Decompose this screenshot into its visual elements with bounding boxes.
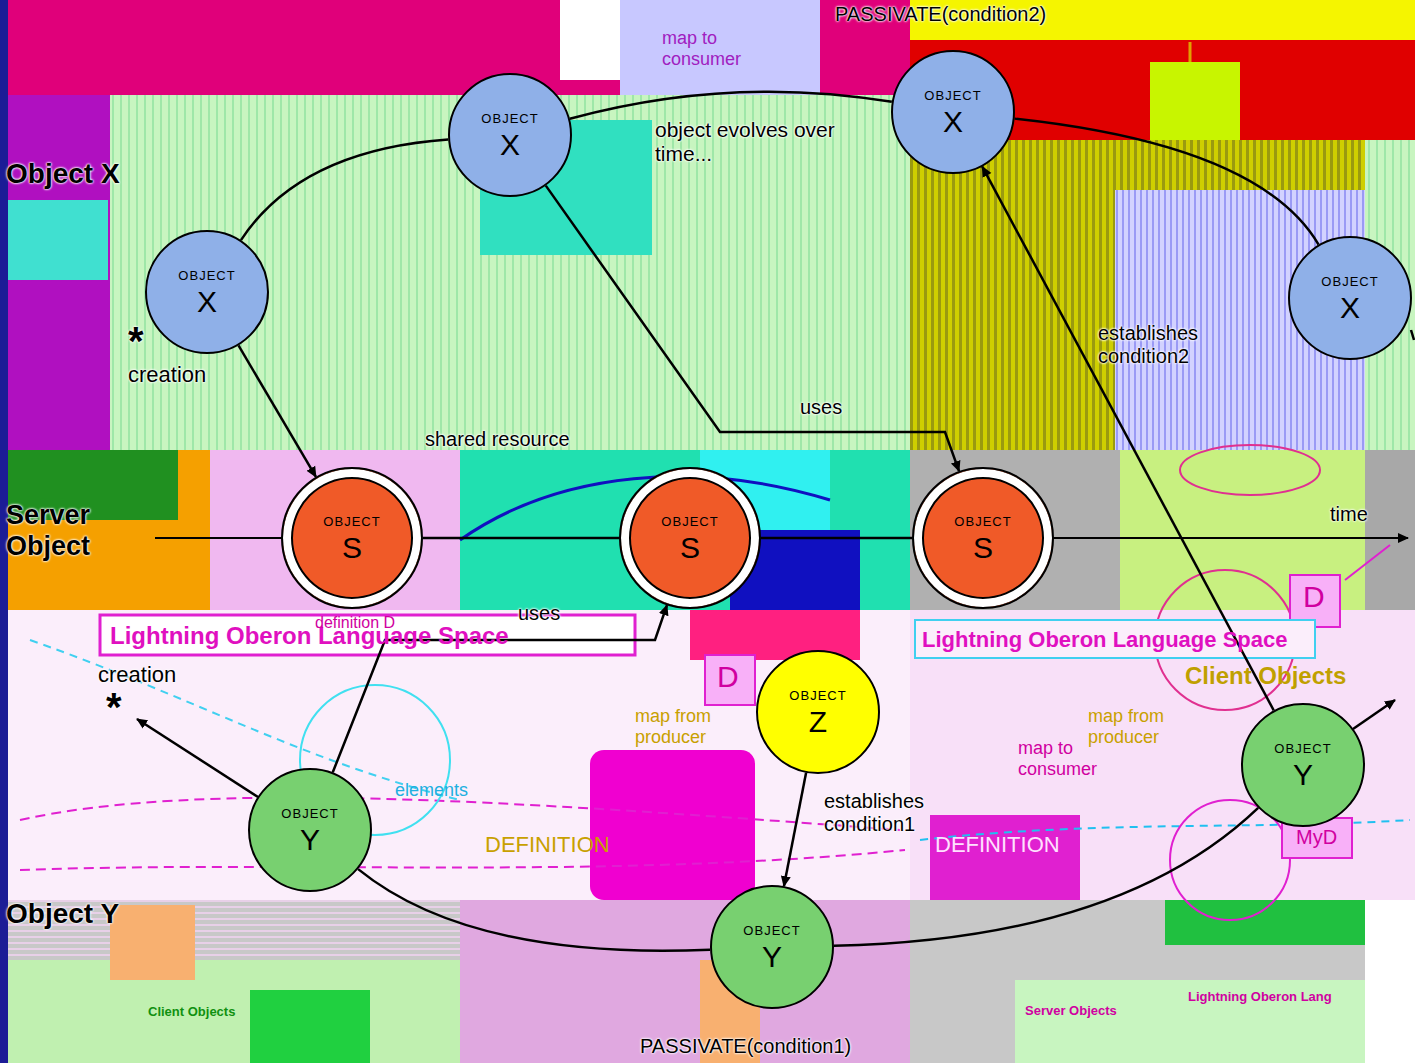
note-label: Lightning Oberon Lang — [1188, 990, 1332, 1005]
note-label: Object Y — [6, 898, 119, 930]
object-caption: OBJECT — [1321, 274, 1378, 289]
object-caption: OBJECT — [789, 688, 846, 703]
object-circle: OBJECT S — [912, 467, 1054, 609]
note-label: map to consumer — [1018, 738, 1118, 779]
object-letter: X — [1340, 293, 1360, 323]
object-letter: Y — [1293, 760, 1313, 790]
object-caption: OBJECT — [954, 514, 1011, 529]
note-label: DEFINITION — [935, 832, 1060, 857]
connector — [241, 139, 448, 240]
note-label: Client Objects — [148, 1005, 235, 1020]
object-caption: OBJECT — [1274, 741, 1331, 756]
note-label: MyD — [1296, 826, 1337, 849]
object-letter: X — [500, 130, 520, 160]
note-label: PASSIVATE(condition1) — [640, 1035, 851, 1058]
note-label: Object X — [6, 158, 120, 190]
object-circle: OBJECT X — [145, 230, 269, 354]
note-label: Lightning Oberon Language Space — [110, 622, 509, 650]
object-letter: S — [342, 533, 362, 563]
connector — [546, 186, 959, 472]
timeline-line — [155, 537, 282, 539]
note-label: time — [1330, 503, 1368, 526]
continuation-line — [1411, 330, 1414, 340]
object-circle: OBJECT S — [281, 467, 423, 609]
note-label: shared resource — [425, 428, 570, 451]
object-letter: S — [680, 533, 700, 563]
note-label: creation — [98, 662, 176, 687]
object-caption: OBJECT — [743, 923, 800, 938]
connector — [784, 773, 806, 886]
note-label: D — [1303, 580, 1325, 615]
continuation-arrow — [1353, 700, 1395, 729]
object-caption: OBJECT — [924, 88, 981, 103]
object-caption: OBJECT — [661, 514, 718, 529]
object-letter: Y — [762, 942, 782, 972]
object-circle: OBJECT X — [448, 73, 572, 197]
note-label: PASSIVATE(condition2) — [835, 3, 1046, 26]
connector — [761, 537, 912, 540]
note-label: map to consumer — [662, 28, 782, 69]
object-circle: OBJECT Y — [248, 768, 372, 892]
connector — [423, 537, 619, 540]
note-label: creation — [128, 362, 206, 387]
note-label: * — [128, 318, 144, 364]
object-caption: OBJECT — [281, 806, 338, 821]
note-label: map from producer — [635, 706, 745, 747]
object-circle: OBJECT X — [891, 50, 1015, 174]
note-label: Server Objects — [1025, 1004, 1117, 1019]
note-label: Client Objects — [1185, 662, 1346, 690]
object-circle: OBJECT Z — [756, 650, 880, 774]
object-caption: OBJECT — [481, 111, 538, 126]
object-caption: OBJECT — [323, 514, 380, 529]
object-circle: OBJECT S — [619, 467, 761, 609]
object-letter: S — [973, 533, 993, 563]
object-letter: X — [943, 107, 963, 137]
object-circle: OBJECT Y — [710, 885, 834, 1009]
note-label: elements — [395, 780, 468, 801]
note-label: * — [106, 684, 122, 730]
note-label: definition D — [315, 614, 395, 632]
timeline-arrow — [1053, 537, 1408, 539]
note-label: object evolves over time... — [655, 118, 835, 166]
edge-label: establishes condition1 — [824, 790, 964, 836]
object-circle: OBJECT Y — [1241, 703, 1365, 827]
object-caption: OBJECT — [178, 268, 235, 283]
object-letter: Z — [809, 707, 827, 737]
object-letter: Y — [300, 825, 320, 855]
note-label: DEFINITION — [485, 832, 610, 857]
edge-label: establishes condition2 — [1098, 322, 1238, 368]
object-letter: X — [197, 287, 217, 317]
creation-arrow — [137, 719, 258, 797]
note-label: Server Object — [6, 500, 131, 562]
note-label: map from producer — [1088, 706, 1198, 747]
object-circle: OBJECT X — [1288, 236, 1412, 360]
edge-label: uses — [518, 602, 560, 625]
connector — [358, 869, 710, 951]
connector — [1015, 119, 1319, 245]
connector — [238, 345, 315, 476]
note-label: D — [717, 660, 739, 695]
connector — [570, 92, 892, 119]
edge-label: uses — [800, 396, 842, 419]
note-label: Lightning Oberon Language Space — [922, 627, 1287, 652]
